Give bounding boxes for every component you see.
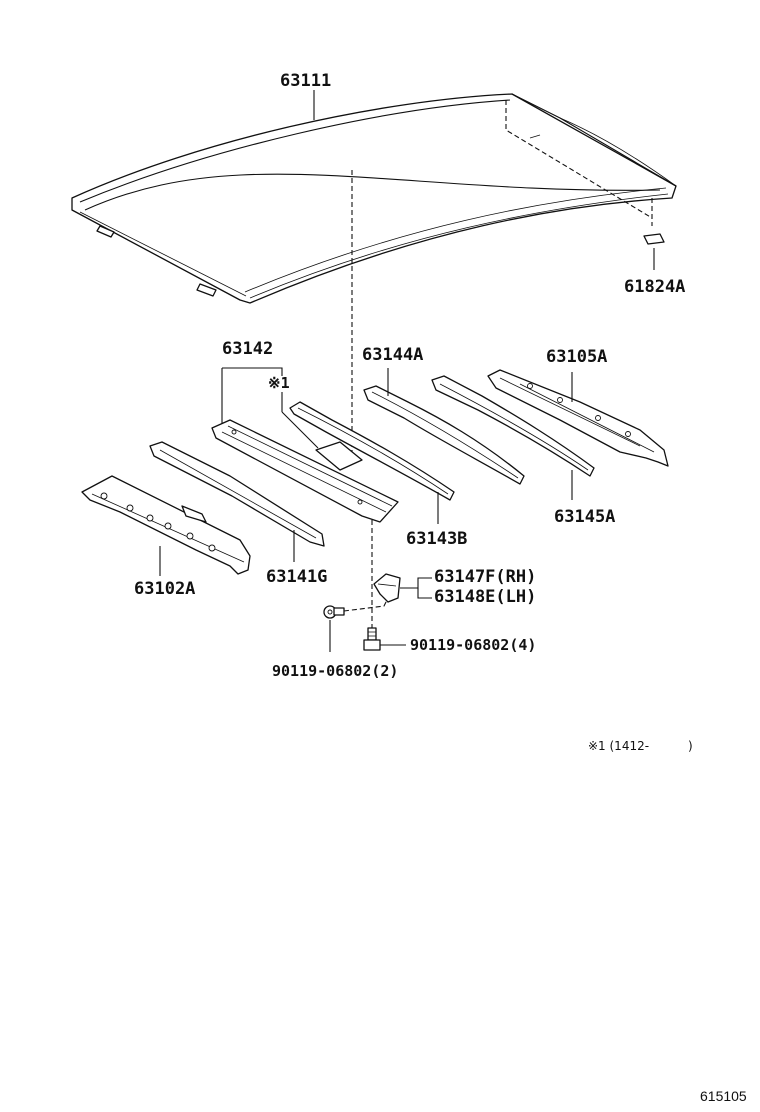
label-61824a: 61824A (624, 277, 685, 297)
roof-bow-63142[interactable] (211, 419, 399, 523)
label-63111: 63111 (280, 71, 331, 91)
roof-bracket[interactable] (373, 573, 401, 603)
roof-bow-63141g[interactable] (149, 441, 325, 547)
roof-panel-63102a[interactable] (81, 475, 251, 575)
label-63102a: 63102A (134, 579, 195, 599)
roof-panel-63105a[interactable] (487, 369, 669, 467)
bolt-2[interactable] (323, 605, 345, 619)
label-63144a: 63144A (362, 345, 423, 365)
label-63148e: 63148E(LH) (434, 587, 536, 607)
bolt-4[interactable] (363, 627, 381, 651)
roof-bow-63144a[interactable] (363, 385, 525, 485)
roof-bow-63145a[interactable] (431, 375, 595, 477)
label-63141g: 63141G (266, 567, 327, 587)
roof-bow-63143b[interactable] (289, 401, 455, 501)
label-bolt-4: 90119-06802(4) (410, 636, 536, 654)
label-63105a: 63105A (546, 347, 607, 367)
footnote-close: ) (688, 739, 693, 753)
footnote-text: ※1 (1412- (588, 739, 649, 753)
label-bolt-2: 90119-06802(2) (272, 662, 398, 680)
roof-panel[interactable] (71, 93, 677, 304)
label-63142: 63142 (222, 339, 273, 359)
note-marker-1: ※1 (268, 374, 290, 392)
label-63147f: 63147F(RH) (434, 567, 536, 587)
document-id: 615105 (700, 1088, 747, 1104)
label-63143b: 63143B (406, 529, 467, 549)
roof-clip[interactable] (643, 233, 665, 245)
label-63145a: 63145A (554, 507, 615, 527)
